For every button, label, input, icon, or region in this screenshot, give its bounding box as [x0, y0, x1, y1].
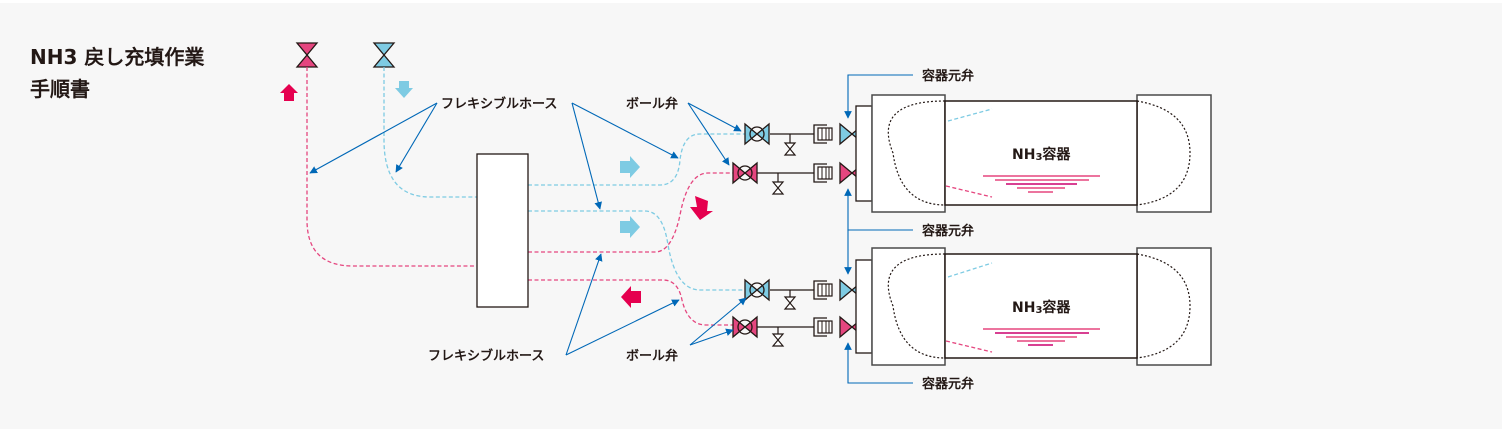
- ball-valve-icon: [744, 279, 770, 301]
- ball-valve-icon: [732, 162, 758, 184]
- arrow-down-icon: [395, 81, 413, 98]
- arrow-right-icon: [620, 216, 640, 238]
- drain-valve-icon: [772, 333, 784, 347]
- drain-valve-icon: [784, 296, 796, 310]
- coupler-icon: [813, 163, 833, 183]
- arrow-up-icon: [280, 84, 298, 101]
- label-ball-valve-bottom: ボール弁: [626, 348, 678, 364]
- drain-valve-icon: [784, 142, 796, 156]
- label-container-main-valve-2: 容器元弁: [921, 223, 974, 239]
- container-assembly-lower: NH3容器: [732, 247, 1212, 366]
- gate-valve-icon: [296, 42, 318, 68]
- manifold-box: [476, 153, 529, 308]
- supply-valve-pink: [296, 42, 318, 68]
- container-assembly-upper: NH3容器: [732, 94, 1212, 213]
- hose-gas-lower: [528, 210, 745, 291]
- hose-gas-upper: [528, 133, 745, 186]
- ball-valve-icon: [732, 316, 758, 338]
- arrow-down-icon: [690, 196, 713, 220]
- title-line-2: 手順書: [30, 77, 90, 101]
- container-label-1: NH3容器: [1012, 146, 1071, 163]
- coupler-icon: [813, 124, 833, 144]
- label-ball-valve-top: ボール弁: [626, 96, 678, 112]
- supply-valve-blue: [373, 42, 395, 68]
- label-container-main-valve-1: 容器元弁: [921, 68, 974, 84]
- drain-valve-icon: [772, 181, 784, 195]
- pipe-gas-supply: [383, 67, 477, 198]
- page-title: NH3 戻し充填作業 手順書: [30, 41, 204, 105]
- coupler-icon: [813, 317, 833, 337]
- coupler-icon: [813, 280, 833, 300]
- diagram-canvas: NH3 戻し充填作業 手順書: [0, 3, 1502, 429]
- container-label-2: NH3容器: [1012, 299, 1071, 316]
- label-flexible-hose-top: フレキシブルホース: [441, 96, 557, 112]
- hose-liquid-lower: [528, 279, 735, 326]
- arrow-left-icon: [621, 286, 641, 308]
- arrow-right-icon: [620, 156, 640, 178]
- title-line-1: NH3 戻し充填作業: [30, 45, 205, 69]
- callout-leaders: [309, 74, 913, 384]
- label-container-main-valve-3: 容器元弁: [921, 376, 974, 392]
- pipe-liquid-return: [306, 67, 477, 267]
- ball-valve-icon: [744, 123, 770, 145]
- label-flexible-hose-bottom: フレキシブルホース: [428, 348, 544, 364]
- gate-valve-icon: [373, 42, 395, 68]
- hose-liquid-upper: [528, 172, 735, 253]
